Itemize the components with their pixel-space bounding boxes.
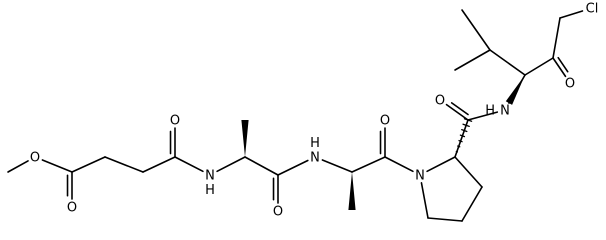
single-bond: [244, 156, 279, 176]
bond-layer: [7, 9, 584, 222]
hydrogen-label: H: [205, 183, 215, 198]
single-bond: [552, 17, 561, 59]
single-bond: [277, 159, 309, 176]
hydrogen-label: H: [485, 104, 495, 119]
single-bond: [461, 9, 491, 51]
atom-label-o-amide-2: O: [273, 205, 283, 220]
atom-symbol: O: [435, 94, 445, 109]
atom-symbol: O: [67, 201, 77, 216]
single-bond: [71, 156, 106, 173]
double-bond: [552, 57, 567, 78]
atom-label-cl-chloro: Cl: [586, 2, 599, 17]
stereo-hash-bond: [463, 118, 473, 122]
single-bond: [420, 182, 429, 219]
atom-label-o-amide-1: O: [170, 114, 180, 129]
single-bond: [467, 111, 499, 121]
double-bond: [557, 56, 569, 73]
atom-symbol: O: [170, 114, 180, 129]
single-bond: [351, 156, 386, 173]
atom-symbol: Cl: [586, 2, 599, 17]
stereo-wedge-bond: [505, 75, 525, 105]
stereo-wedge-bond: [241, 120, 249, 157]
single-bond: [142, 156, 176, 173]
atom-label-o-ester: O: [30, 151, 40, 166]
atom-label-o-ketone: O: [565, 77, 575, 92]
single-bond: [426, 156, 456, 173]
atom-label-n-amide-4: NH: [485, 104, 510, 119]
single-bond: [489, 49, 526, 76]
single-bond: [524, 57, 554, 76]
double-bond: [445, 103, 469, 121]
single-bond: [454, 119, 469, 158]
atom-symbol: N: [310, 151, 320, 166]
atom-symbol: O: [565, 77, 575, 92]
atom-symbol: N: [500, 104, 510, 119]
atom-label-o-ester-carbonyl: O: [67, 201, 77, 216]
stereo-hash-bond: [461, 129, 468, 133]
single-bond: [104, 156, 144, 173]
single-bond: [559, 10, 584, 19]
atom-label-o-amide-4: O: [435, 94, 445, 109]
stereo-hash-bond: [462, 123, 470, 128]
atom-symbol: O: [30, 151, 40, 166]
single-bond: [7, 160, 29, 173]
stereo-hash-bond: [459, 134, 466, 138]
single-bond: [174, 156, 204, 173]
single-bond: [384, 156, 414, 173]
single-bond: [41, 159, 73, 173]
double-bond: [450, 102, 469, 116]
single-bond: [454, 156, 483, 188]
single-bond: [216, 156, 246, 173]
stereo-hash-bond: [457, 145, 461, 148]
stereo-wedge-bond: [348, 172, 356, 210]
single-bond: [321, 159, 353, 173]
atom-symbol: N: [205, 169, 215, 184]
atom-label-n-amide-1: NH: [205, 169, 215, 198]
atom-label-n-amide-2: NH: [310, 136, 320, 166]
hydrogen-label: H: [310, 136, 320, 151]
atom-symbol: O: [380, 114, 390, 129]
atom-label-o-amide-3: O: [380, 114, 390, 129]
atom-symbol: N: [415, 169, 425, 184]
single-bond: [427, 217, 463, 222]
stereo-hash-bond: [458, 139, 463, 143]
single-bond: [454, 49, 491, 71]
atom-label-n-proline: N: [415, 169, 425, 184]
stereo-wedge-layer: [241, 75, 525, 210]
single-bond: [461, 186, 483, 222]
atom-symbol: O: [273, 205, 283, 220]
